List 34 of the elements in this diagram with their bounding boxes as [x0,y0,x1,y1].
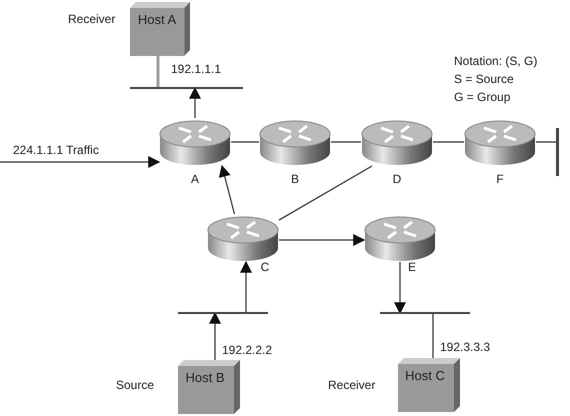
role-label: Receiver [328,378,376,392]
arrow [279,234,366,246]
router-label: A [190,172,200,186]
router-label: E [406,260,417,274]
host-label: Host B [184,370,226,385]
router-label: F [495,172,505,186]
network-end-bar [556,128,559,176]
link-line [231,141,259,143]
arrow [189,86,201,118]
arrow [0,156,160,168]
ip-address-label: 192.1.1.1 [171,62,222,76]
router-label: B [290,172,300,186]
arrow [218,164,236,214]
role-label: Receiver [68,12,116,26]
edge-label: 224.1.1.1 Traffic [12,143,100,157]
router-label: C [260,260,270,274]
link-line [536,141,557,143]
notation-note: Notation: (S, G) [454,54,538,68]
host-label: Host A [136,12,178,27]
notation-note: G = Group [454,90,510,104]
arrow [240,260,252,313]
router-label: D [392,172,402,186]
notation-note: S = Source [454,72,514,86]
arrow [209,312,221,360]
host-label: Host C [404,368,446,383]
link-line [156,56,160,88]
link-line [432,313,434,358]
link-line [331,141,361,143]
ip-address-label: 192.3.3.3 [440,340,490,354]
link-line [278,165,372,221]
ip-address-label: 192.2.2.2 [222,343,272,357]
arrow [394,262,406,314]
link-line [433,141,464,143]
role-label: Source [116,378,154,392]
